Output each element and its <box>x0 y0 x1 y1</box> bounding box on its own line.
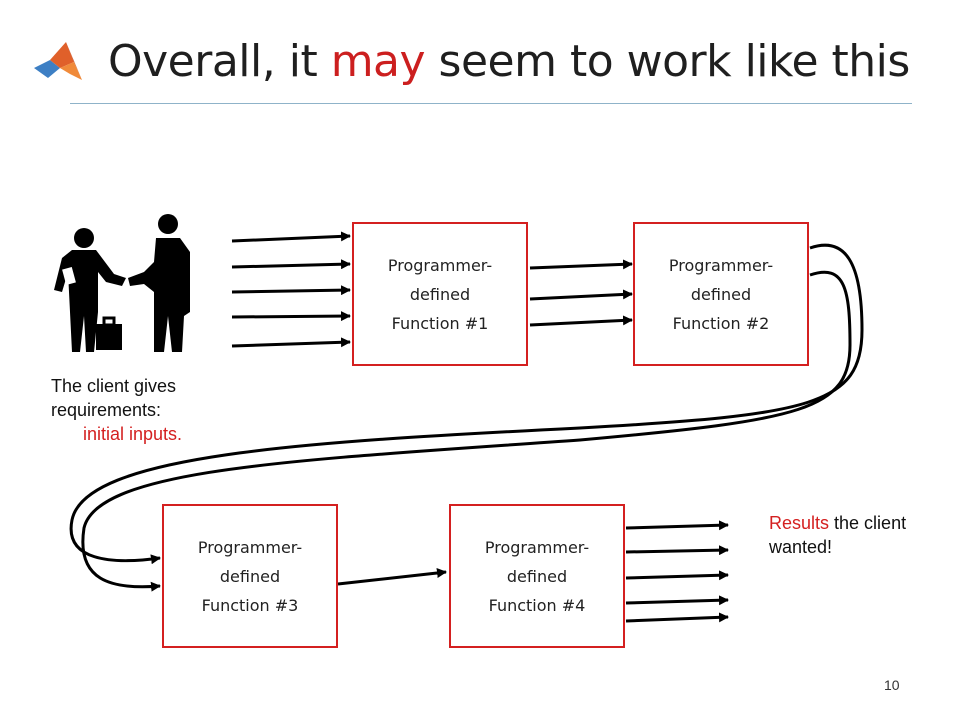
handshake-people-icon <box>54 214 190 352</box>
title-part-1: Overall, it <box>108 36 331 87</box>
output-arrow <box>625 570 729 581</box>
input-arrow <box>231 285 351 296</box>
page-number: 10 <box>884 677 900 693</box>
loop-arrow <box>69 243 864 565</box>
output-arrow <box>625 595 729 606</box>
function-4-line: Programmer- <box>484 537 590 557</box>
function-2-line: Function #2 <box>672 313 770 333</box>
input-arrow <box>231 231 351 243</box>
results-caption: Results the client wanted! <box>769 511 909 559</box>
client-caption-highlight: initial inputs. <box>83 424 183 444</box>
function-3-line: Programmer- <box>197 537 303 557</box>
output-arrow <box>625 612 729 623</box>
loop-arrow <box>81 270 852 592</box>
function-3-line: defined <box>219 566 281 586</box>
function-2-line: defined <box>690 284 752 304</box>
client-caption-line: The client gives <box>51 376 177 396</box>
function-1-line: Function #1 <box>391 313 489 333</box>
client-caption: The client gives requirements: initial i… <box>51 374 182 446</box>
function-2-line: Programmer- <box>668 255 774 275</box>
connector-arrow <box>529 289 633 301</box>
function-1-line: Programmer- <box>387 255 493 275</box>
slide-title: Overall, it may seem to work like this <box>108 36 910 87</box>
input-arrow <box>231 337 351 348</box>
output-arrow <box>625 520 729 531</box>
title-highlight: may <box>330 36 426 87</box>
connector-arrow <box>337 568 447 586</box>
matlab-logo-icon <box>34 42 82 80</box>
title-divider <box>70 103 912 104</box>
client-caption-line: requirements: <box>51 400 162 420</box>
function-4-line: Function #4 <box>488 595 586 615</box>
connector-arrow <box>529 315 633 327</box>
function-4-line: defined <box>506 566 568 586</box>
results-caption-text: the client wanted! <box>769 513 907 557</box>
function-3-line: Function #3 <box>201 595 299 615</box>
output-arrow <box>625 545 729 556</box>
input-arrow <box>231 311 351 322</box>
function-1-line: defined <box>409 284 471 304</box>
results-caption-highlight: Results <box>769 513 830 533</box>
title-part-2: seem to work like this <box>425 36 911 87</box>
input-arrow <box>231 259 351 270</box>
connector-arrow <box>529 259 633 270</box>
